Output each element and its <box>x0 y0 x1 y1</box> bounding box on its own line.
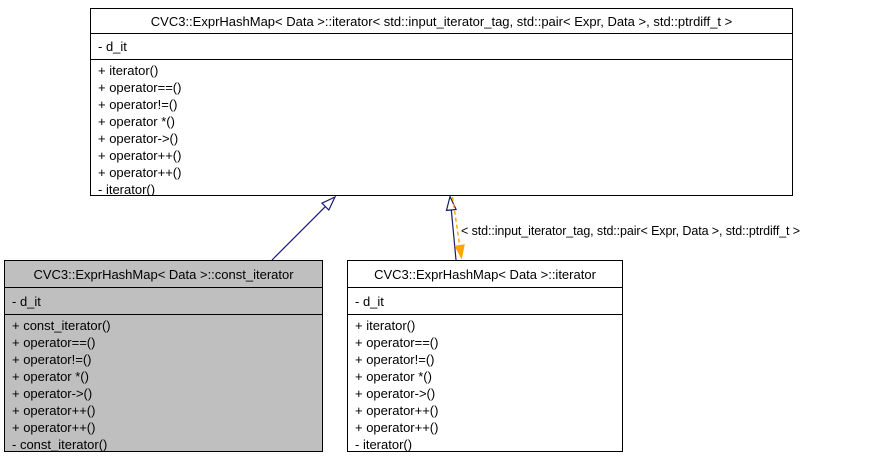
class-title: CVC3::ExprHashMap< Data >::iterator< std… <box>91 9 792 34</box>
method-label: + operator++() <box>12 420 96 435</box>
inheritance-arrow-iterator-to-base <box>445 194 458 261</box>
method-label: + iterator() <box>355 318 416 333</box>
method-label: + operator *() <box>98 114 175 129</box>
method-label: + operator *() <box>355 369 432 384</box>
method-label: + operator!=() <box>355 352 435 367</box>
method-label: + iterator() <box>98 63 159 78</box>
methods-section: + iterator() + operator==() + operator!=… <box>348 315 622 452</box>
methods-section: + const_iterator() + operator==() + oper… <box>5 315 322 452</box>
method-label: - const_iterator() <box>12 437 108 452</box>
inheritance-arrow-const-to-base <box>271 195 337 261</box>
method-label: + operator==() <box>355 335 439 350</box>
method-label: + operator->() <box>355 386 436 401</box>
method-label: + operator++() <box>12 403 96 418</box>
method-label: + operator==() <box>98 80 182 95</box>
method-label: + operator!=() <box>98 97 178 112</box>
method-label: - iterator() <box>98 182 156 196</box>
method-label: + const_iterator() <box>12 318 111 333</box>
class-node-const-iterator[interactable]: CVC3::ExprHashMap< Data >::const_iterato… <box>4 260 323 452</box>
template-args-label: < std::input_iterator_tag, std::pair< Ex… <box>461 224 801 238</box>
attribute-label: - d_it <box>98 39 127 54</box>
attribute-label: - d_it <box>355 294 384 309</box>
method-label: + operator->() <box>12 386 93 401</box>
methods-section: + iterator() + operator==() + operator!=… <box>91 60 792 196</box>
method-label: - iterator() <box>355 437 413 452</box>
class-title: CVC3::ExprHashMap< Data >::iterator <box>348 261 622 288</box>
method-label: + operator==() <box>12 335 96 350</box>
method-label: + operator->() <box>98 131 179 146</box>
method-label: + operator *() <box>12 369 89 384</box>
class-node-iterator[interactable]: CVC3::ExprHashMap< Data >::iterator - d_… <box>347 260 623 452</box>
method-label: + operator!=() <box>12 352 92 367</box>
method-label: + operator++() <box>98 165 182 180</box>
method-label: + operator++() <box>355 403 439 418</box>
attribute-label: - d_it <box>12 294 41 309</box>
class-node-base-iterator-template[interactable]: CVC3::ExprHashMap< Data >::iterator< std… <box>90 8 793 196</box>
method-label: + operator++() <box>355 420 439 435</box>
method-label: + operator++() <box>98 148 182 163</box>
class-title: CVC3::ExprHashMap< Data >::const_iterato… <box>5 261 322 288</box>
